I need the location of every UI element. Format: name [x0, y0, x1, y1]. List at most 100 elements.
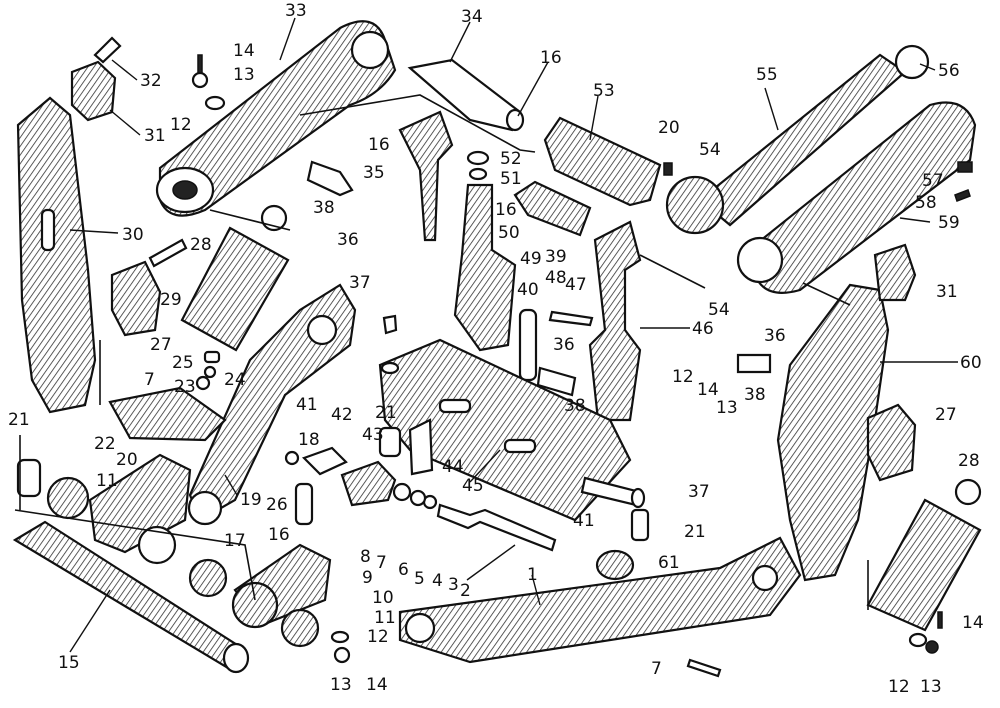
part-53-splined-shaft	[543, 116, 662, 207]
callout-53: 53	[593, 81, 615, 101]
part-45-window-b	[503, 438, 537, 454]
callout-4: 4	[432, 571, 443, 591]
callout-59: 59	[938, 213, 960, 233]
part-12-washer-c	[330, 630, 350, 644]
callout-52: 52	[500, 149, 522, 169]
assembly-lines	[14, 94, 869, 610]
assembly-line-c	[639, 254, 706, 289]
callout-36a: 36	[337, 230, 359, 250]
callout-8: 8	[360, 547, 371, 567]
part-31-block	[70, 60, 117, 122]
part-12-washer-a	[204, 95, 226, 111]
callout-38c: 38	[744, 385, 766, 405]
part-21-bushing-a	[16, 458, 42, 498]
callout-31a: 31	[144, 126, 166, 146]
part-20-screw-a	[663, 162, 673, 176]
callout-44: 44	[442, 457, 464, 477]
callout-20b: 20	[116, 450, 138, 470]
part-19-lower-hub	[187, 490, 223, 526]
callout-61: 61	[658, 553, 680, 573]
callout-48: 48	[545, 268, 567, 288]
assembly-line-b	[299, 94, 536, 153]
part-29-bolt	[148, 238, 188, 268]
callout-1: 1	[527, 565, 538, 585]
part-13-nut-d	[925, 640, 939, 654]
leader-2	[466, 544, 516, 581]
part-38-pin-c	[736, 353, 772, 374]
part-27-clamp	[110, 260, 162, 337]
part-19-hub	[306, 314, 338, 346]
part-14-pin-a	[197, 54, 203, 74]
callout-23: 23	[174, 377, 196, 397]
callout-36c: 36	[764, 326, 786, 346]
callout-16a: 16	[540, 48, 562, 68]
callout-14a: 14	[233, 41, 255, 61]
callout-34: 34	[461, 7, 483, 27]
part-1-eye-b	[751, 564, 779, 592]
leader-59	[899, 217, 931, 223]
leader-45	[469, 449, 501, 483]
callout-19: 19	[240, 490, 262, 510]
part-60-bracket	[776, 283, 890, 582]
part-59-lift-arm	[753, 101, 977, 294]
callout-2: 2	[460, 581, 471, 601]
part-1-eye	[404, 612, 436, 644]
callout-57: 57	[922, 171, 944, 191]
callout-27a: 27	[150, 335, 172, 355]
callout-7b: 7	[376, 553, 387, 573]
part-30-slot	[40, 208, 56, 252]
callout-60: 60	[960, 353, 982, 373]
callout-9: 9	[362, 568, 373, 588]
assembly-line-a	[209, 209, 291, 231]
part-32-bolt	[93, 36, 122, 64]
callout-36b: 36	[553, 335, 575, 355]
part-14-pin-d	[937, 611, 943, 629]
callout-21c: 21	[684, 522, 706, 542]
part-11-ring-c	[188, 558, 228, 598]
part-4-washer	[409, 489, 427, 507]
callout-16b: 16	[368, 135, 390, 155]
part-7-cotter	[686, 658, 722, 678]
part-35-lift-rod	[398, 110, 454, 242]
part-5-nut	[392, 482, 412, 502]
callout-17: 17	[224, 531, 246, 551]
callout-16c: 16	[495, 200, 517, 220]
callout-42: 42	[331, 405, 353, 425]
part-54-joint-a	[665, 175, 725, 235]
part-27-clamp-b	[866, 403, 917, 482]
callout-3: 3	[448, 575, 459, 595]
part-2-chain	[436, 503, 557, 552]
callout-22: 22	[94, 434, 116, 454]
part-10-hub	[231, 581, 279, 629]
callout-37b: 37	[688, 482, 710, 502]
leader-32	[111, 59, 138, 81]
part-38-pin-b	[536, 366, 577, 397]
assembly-line-f	[14, 509, 256, 601]
part-33-lift-arm	[158, 20, 397, 217]
callout-28b: 28	[958, 451, 980, 471]
callout-11a: 11	[96, 471, 118, 491]
leader-56	[919, 63, 936, 71]
leader-31a	[109, 109, 141, 136]
part-28-spring-b	[866, 498, 982, 632]
assembly-line-d	[802, 282, 851, 306]
callout-11b: 11	[374, 608, 396, 628]
callout-12b: 12	[672, 367, 694, 387]
part-21-bushing-c	[630, 508, 650, 542]
leader-15	[69, 589, 111, 653]
callout-12d: 12	[888, 677, 910, 697]
callout-6: 6	[398, 560, 409, 580]
callout-21a: 21	[8, 410, 30, 430]
callout-7a: 7	[144, 370, 155, 390]
callout-12a: 12	[170, 115, 192, 135]
callout-5: 5	[414, 569, 425, 589]
part-12-washer-d	[908, 632, 928, 648]
callout-39: 39	[545, 247, 567, 267]
part-46-lift-rod	[588, 220, 642, 422]
callout-26: 26	[266, 495, 288, 515]
callout-40: 40	[517, 280, 539, 300]
part-15-end	[222, 642, 250, 674]
callout-29: 29	[160, 290, 182, 310]
part-24-washer	[203, 365, 217, 379]
callout-32: 32	[140, 71, 162, 91]
